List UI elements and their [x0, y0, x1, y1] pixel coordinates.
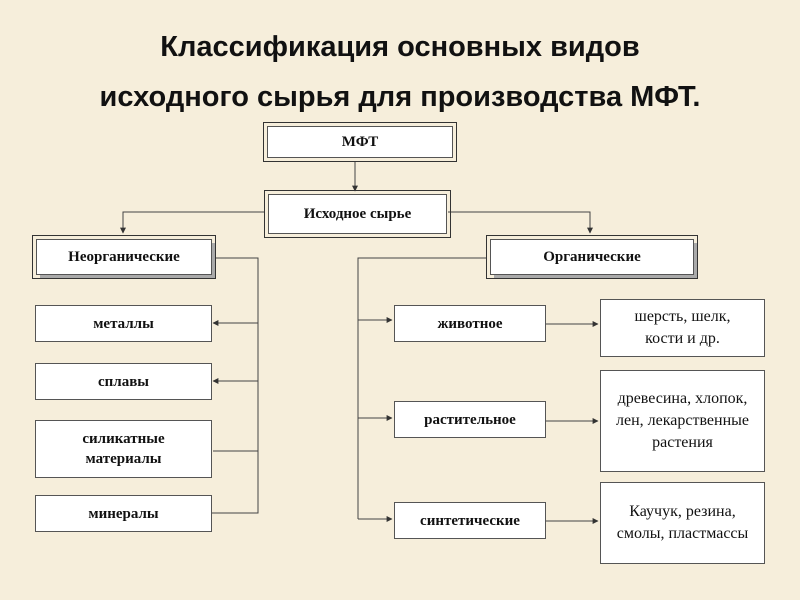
node-animal-examples: шерсть, шелк, кости и др. — [600, 299, 765, 357]
node-alloys: сплавы — [35, 363, 212, 400]
node-animal: животное — [394, 305, 546, 342]
node-plant-examples: древесина, хлопок, лен, лекарственные ра… — [600, 370, 765, 472]
node-metals: металлы — [35, 305, 212, 342]
node-organic: Органические — [486, 235, 698, 279]
page-title: Классификация основных видов исходного с… — [0, 22, 800, 122]
line-organic-bracket — [357, 257, 487, 519]
node-raw-materials: Исходное сырье — [264, 190, 451, 238]
line-inorganic-bracket — [212, 257, 259, 514]
title-line-2: исходного сырья для производства МФТ. — [99, 81, 701, 113]
line-raw-organic — [448, 211, 593, 234]
node-inorganic: Неорганические — [32, 235, 216, 279]
line-raw-inorganic — [120, 211, 265, 234]
node-minerals: минералы — [35, 495, 212, 532]
node-synthetic-examples: Каучук, резина, смолы, пластмассы — [600, 482, 765, 564]
node-mft: МФТ — [263, 122, 457, 162]
node-silicate: силикатные материалы — [35, 420, 212, 478]
title-line-1: Классификация основных видов — [160, 31, 640, 63]
node-synthetic: синтетические — [394, 502, 546, 539]
node-plant: растительное — [394, 401, 546, 438]
